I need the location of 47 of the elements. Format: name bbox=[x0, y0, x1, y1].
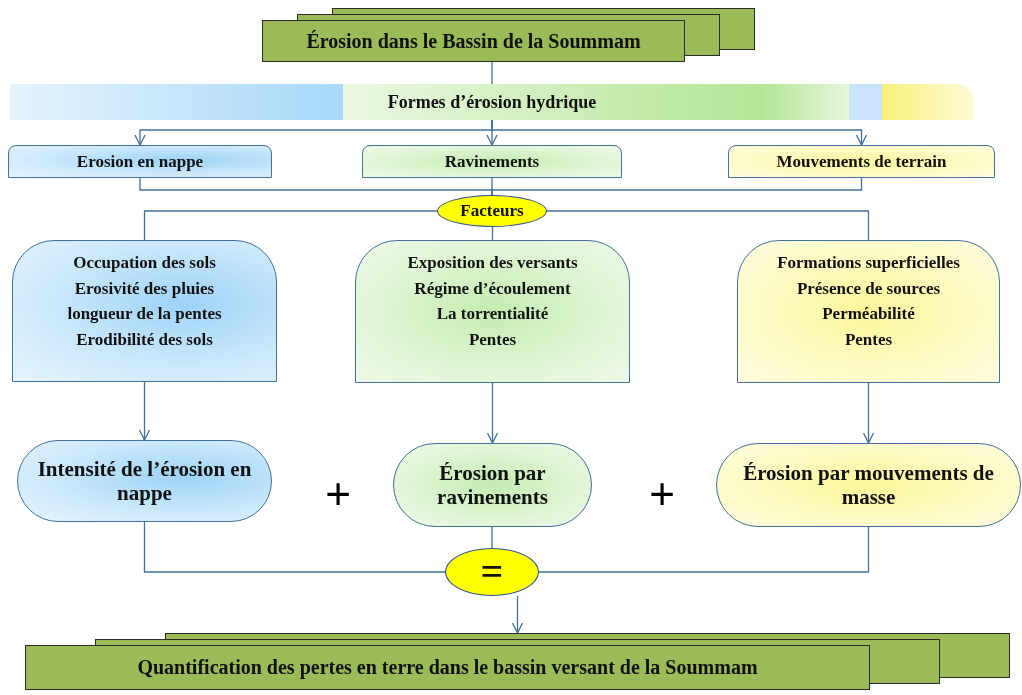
multi-document-shape bbox=[25, 633, 1010, 692]
arrow bbox=[862, 382, 875, 444]
multi-document-shape bbox=[262, 8, 755, 62]
node-label: Intensité de l’érosion en nappe bbox=[36, 456, 253, 506]
node-label: Formations superficielles bbox=[777, 253, 960, 273]
node-label: Erosivité des pluies bbox=[74, 278, 215, 299]
connector-line bbox=[491, 177, 863, 196]
node-label: La torrentialité bbox=[436, 304, 549, 324]
connector-line bbox=[491, 61, 493, 85]
equals-sign: = bbox=[480, 549, 504, 595]
header-band bbox=[10, 84, 974, 120]
node-label: Pentes bbox=[468, 329, 517, 350]
node-label: Erodibilité des sols bbox=[76, 329, 213, 350]
node-label: Érosion dans le Bassin de la Soummam bbox=[306, 29, 641, 53]
node-label: Occupation des sols bbox=[73, 253, 216, 273]
node-label: Exposition des versants bbox=[407, 253, 578, 273]
result-box bbox=[716, 443, 1021, 527]
plus-sign: + bbox=[325, 472, 351, 516]
node-label: Régime d’écoulement bbox=[414, 278, 571, 299]
category-box bbox=[728, 145, 995, 178]
factor-box bbox=[12, 240, 277, 382]
category-box bbox=[8, 145, 272, 178]
node-label: Quantification des pertes en terre dans le bassin versant de la Soummam bbox=[137, 656, 758, 679]
factor-box bbox=[355, 240, 630, 383]
node-label: Facteurs bbox=[460, 201, 524, 221]
arrow bbox=[138, 381, 151, 441]
factor-box bbox=[737, 240, 1000, 383]
category-box bbox=[362, 145, 622, 178]
connector-line bbox=[538, 526, 870, 573]
connector-line bbox=[143, 521, 446, 573]
node-label: Formes d’érosion hydrique bbox=[387, 91, 597, 113]
node-label: Ravinements bbox=[444, 151, 540, 172]
arrow bbox=[491, 119, 868, 146]
connector-line bbox=[143, 210, 438, 241]
connector-line bbox=[491, 526, 493, 549]
plus-sign: + bbox=[649, 472, 675, 516]
node-label: Pentes bbox=[844, 329, 893, 350]
node-label: Érosion par ravinements bbox=[436, 460, 549, 510]
arrow bbox=[486, 382, 499, 444]
connector-line bbox=[546, 210, 870, 241]
node-label: Erosion en nappe bbox=[76, 151, 204, 172]
node-label: longueur de la pentes bbox=[67, 304, 222, 324]
arrow bbox=[511, 595, 524, 634]
node-label: Mouvements de terrain bbox=[776, 151, 947, 172]
node-label: Érosion par mouvements de masse bbox=[742, 460, 995, 510]
node-label: Perméabilité bbox=[822, 304, 915, 324]
node-label: Présence de sources bbox=[796, 278, 941, 299]
